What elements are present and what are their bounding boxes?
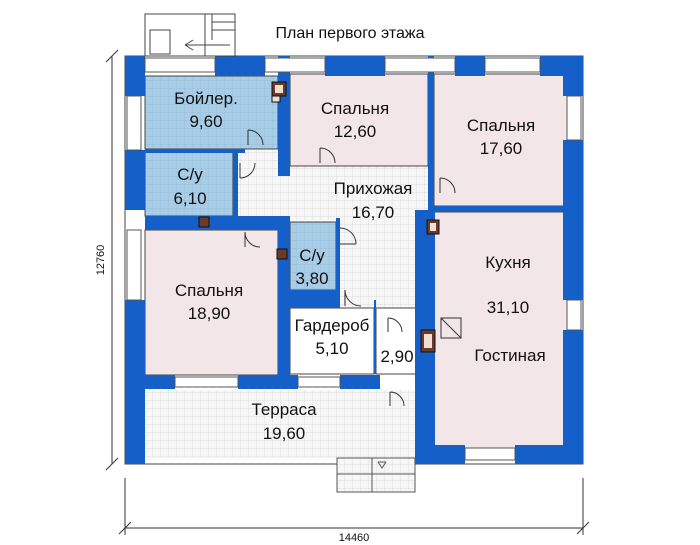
wc-center-name: С/у	[299, 246, 325, 265]
outer-walls	[125, 56, 583, 464]
bedroom-left-name: Спальня	[175, 281, 243, 300]
plan-title: План первого этажа	[276, 25, 425, 42]
bedroom-top	[289, 73, 429, 167]
wardrobe-name: Гардероб	[295, 316, 370, 335]
kitchen-living	[433, 211, 571, 449]
closet-area: 2,90	[380, 347, 413, 366]
doors	[239, 129, 456, 407]
stair-entrance	[144, 13, 236, 57]
chimneys	[198, 81, 462, 353]
boiler-name: Бойлер.	[174, 89, 238, 108]
interior-walls	[145, 56, 570, 380]
closet	[375, 307, 421, 375]
living-name: Гостиная	[474, 346, 545, 365]
bedroom-left-area: 18,90	[188, 304, 231, 323]
bedroom-top-right-area: 17,60	[480, 139, 523, 158]
bedroom-left	[144, 229, 279, 376]
kitchen-area: 31,10	[487, 298, 530, 317]
bedroom-top-right-name: Спальня	[467, 116, 535, 135]
wc-center-area: 3,80	[295, 269, 328, 288]
wc-left-name: С/у	[177, 165, 203, 184]
bedroom-top-area: 12,60	[334, 122, 377, 141]
bedroom-top-name: Спальня	[321, 99, 389, 118]
wardrobe-area: 5,10	[315, 339, 348, 358]
wc-left-area: 6,10	[173, 189, 206, 208]
dimension-width: 14460	[339, 532, 370, 544]
wardrobe	[289, 307, 375, 375]
boiler-area: 9,60	[189, 112, 222, 131]
hall-name: Прихожая	[334, 179, 413, 198]
hall-area: 16,70	[352, 203, 395, 222]
terrace-name: Терраса	[251, 400, 317, 419]
dimension-lines	[105, 49, 590, 535]
dimension-height: 12760	[95, 245, 107, 276]
kitchen-name: Кухня	[485, 253, 531, 272]
terrace-floor	[145, 390, 417, 458]
terrace-steps	[336, 457, 416, 493]
terrace-stairs	[337, 458, 415, 492]
terrace-area: 19,60	[263, 424, 306, 443]
windows	[126, 57, 582, 461]
